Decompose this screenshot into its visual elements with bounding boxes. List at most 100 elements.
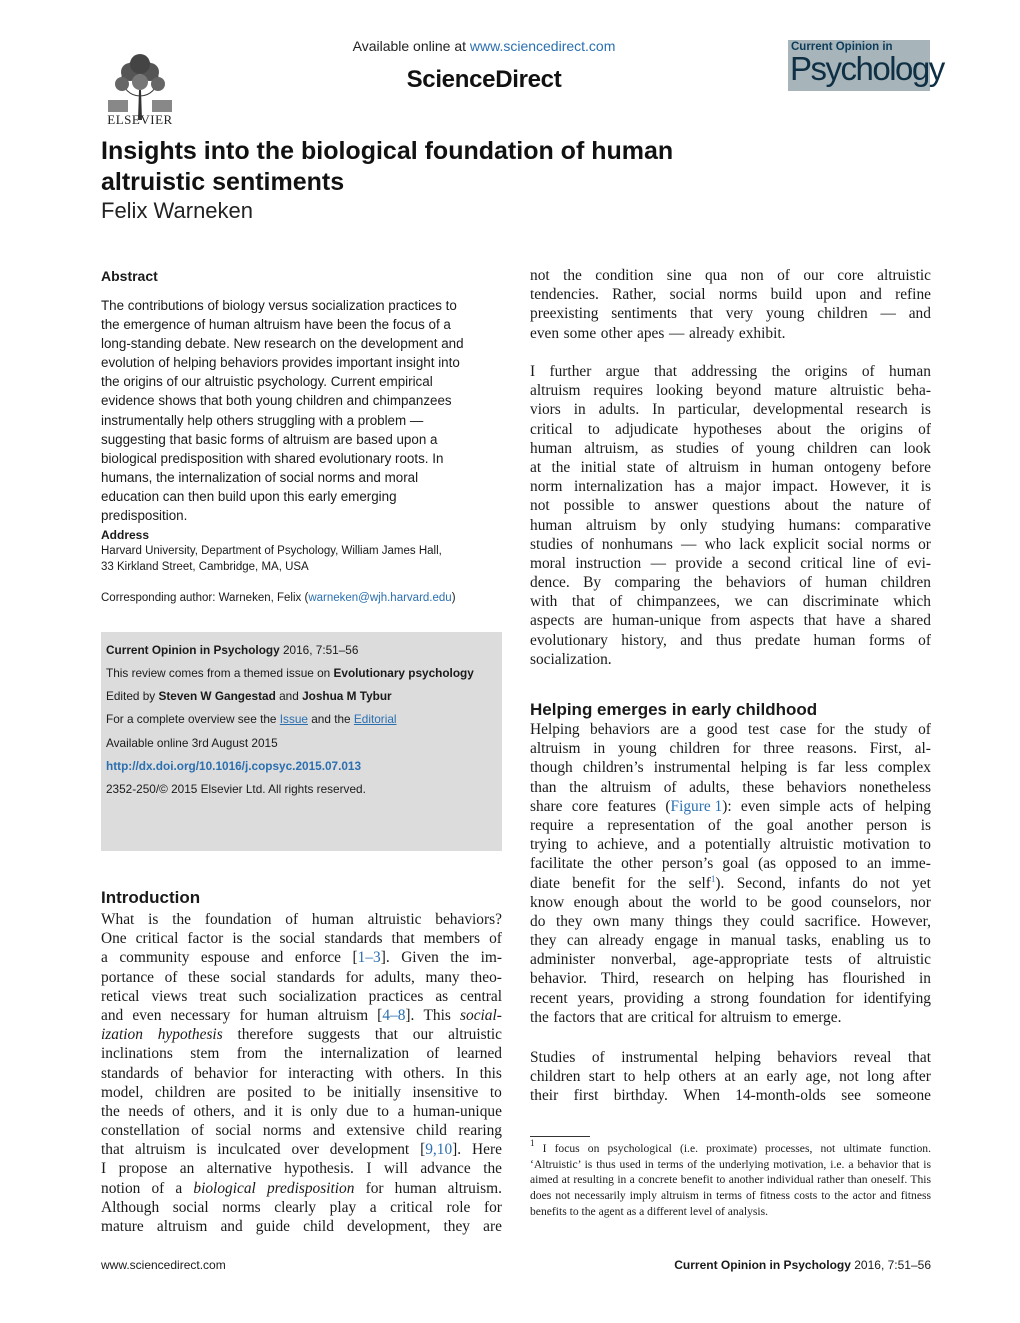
author-email-link[interactable]: warneken@wjh.harvard.edu [308,592,452,604]
address-body: Harvard University, Department of Psycho… [101,544,502,575]
citation-link[interactable]: 1–3 [357,949,381,967]
editorial-link[interactable]: Editorial [353,712,397,726]
issue-link[interactable]: Issue [279,712,308,726]
abstract-line: the origins of our altruistic psychology… [101,374,433,390]
abstract-line: the emergence of human altruism have bee… [101,317,451,333]
abstract-line: suggesting that basic forms of altruism … [101,431,438,447]
citation-link[interactable]: 9,10 [425,1141,453,1159]
abstract-line: humans, the internalization of social no… [101,469,419,485]
address-line: 33 Kirkland Street, Cambridge, MA, USA [101,560,309,573]
footnote-divider [530,1136,590,1137]
journal-badge-top: Current Opinion in [791,41,893,53]
article-author: Felix Warneken [101,198,254,223]
abstract-line: evolution of helping behaviors provides … [101,355,460,371]
abstract-heading: Abstract [101,268,158,284]
info-themed-issue: This review comes from a themed issue on… [106,666,474,680]
article-info-box: Current Opinion in Psychology 2016, 7:51… [101,632,502,851]
sciencedirect-link[interactable]: www.sciencedirect.com [469,38,616,54]
info-journal: Current Opinion in Psychology 2016, 7:51… [106,643,359,657]
abstract-body: The contributions of biology versus soci… [101,296,502,525]
journal-badge[interactable]: Current Opinion in Psychology [788,40,945,91]
info-rights: 2352-250/© 2015 Elsevier Ltd. All rights… [106,782,366,796]
doi-link[interactable]: http://dx.doi.org/10.1016/j.copsyc.2015.… [106,759,362,773]
text-line: socialization. [530,650,612,668]
figure-link[interactable]: Figure 1 [670,797,723,815]
footer-citation: Current Opinion in Psychology 2016, 7:51… [674,1258,931,1272]
elsevier-wordmark: ELSEVIER [107,112,173,127]
footnote-ref[interactable]: 1 [710,873,716,884]
sciencedirect-brand[interactable]: ScienceDirect [406,66,562,93]
helping-heading: Helping emerges in early childhood [530,700,818,719]
corresponding-author: Corresponding author: Warneken, Felix (w… [101,592,456,604]
footnote: 1 I focus on psychological (i.e. proxima… [530,1138,931,1218]
info-available-date: Available online 3rd August 2015 [106,736,278,750]
footer-url[interactable]: www.sciencedirect.com [101,1258,226,1272]
abstract-line: education can then build upon this early… [101,488,397,504]
abstract-line: long-standing debate. New research on th… [101,336,464,352]
abstract-line: evidence shows that both young children … [101,393,452,409]
journal-badge-name: Psychology [790,50,945,87]
abstract-line: predisposition. [101,508,188,524]
introduction-heading: Introduction [101,888,201,907]
abstract-line: biological predisposition with shared ev… [101,450,444,466]
info-editors: Edited by Steven W Gangestad and Joshua … [106,689,392,703]
abstract-line: The contributions of biology versus soci… [101,298,457,313]
citation-link[interactable]: 4–8 [382,1006,406,1024]
address-line: Harvard University, Department of Psycho… [101,545,442,557]
